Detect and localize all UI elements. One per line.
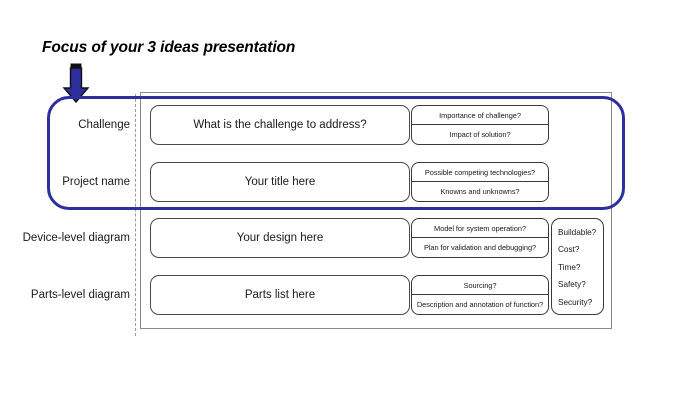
focus-highlight-rect — [47, 96, 625, 210]
row-label-parts-level-diagram: Parts-level diagram — [30, 289, 130, 301]
question-group-device-level-diagram: Model for system operation? Plan for val… — [411, 218, 549, 258]
label-divider-line — [135, 94, 136, 336]
question-cell[interactable]: Impact of solution? — [449, 130, 511, 139]
row-label-challenge: Challenge — [78, 119, 130, 131]
main-box-challenge[interactable]: What is the challenge to address? — [150, 105, 410, 145]
outer-frame — [140, 92, 612, 329]
row-label-device-level-diagram: Device-level diagram — [22, 232, 130, 244]
question-cell[interactable]: Possible competing technologies? — [412, 163, 548, 182]
criteria-item-security[interactable]: Security? — [558, 297, 593, 307]
question-cell[interactable]: Plan for validation and debugging? — [423, 243, 537, 252]
down-arrow-icon — [61, 63, 91, 104]
main-box-device-level-diagram[interactable]: Your design here — [150, 218, 410, 258]
question-cell[interactable]: Knowns and unknowns? — [440, 187, 520, 196]
main-box-parts-level-diagram[interactable]: Parts list here — [150, 275, 410, 315]
question-cell[interactable]: Model for system operation? — [412, 219, 548, 238]
main-box-project-name[interactable]: Your title here — [150, 162, 410, 202]
criteria-item-safety[interactable]: Safety? — [558, 280, 586, 290]
criteria-item-time[interactable]: Time? — [558, 262, 581, 272]
row-label-project-name: Project name — [62, 176, 130, 188]
question-group-project-name: Possible competing technologies? Knowns … — [411, 162, 549, 202]
criteria-item-cost[interactable]: Cost? — [558, 245, 580, 255]
criteria-column: Buildable? Cost? Time? Safety? Security? — [551, 218, 604, 315]
question-cell[interactable]: Importance of challenge? — [412, 106, 548, 125]
question-cell[interactable]: Sourcing? — [412, 276, 548, 295]
question-group-challenge: Importance of challenge? Impact of solut… — [411, 105, 549, 145]
page-title: Focus of your 3 ideas presentation — [42, 39, 296, 56]
question-cell[interactable]: Description and annotation of function? — [416, 300, 544, 309]
criteria-item-buildable[interactable]: Buildable? — [558, 228, 597, 237]
question-group-parts-level-diagram: Sourcing? Description and annotation of … — [411, 275, 549, 315]
